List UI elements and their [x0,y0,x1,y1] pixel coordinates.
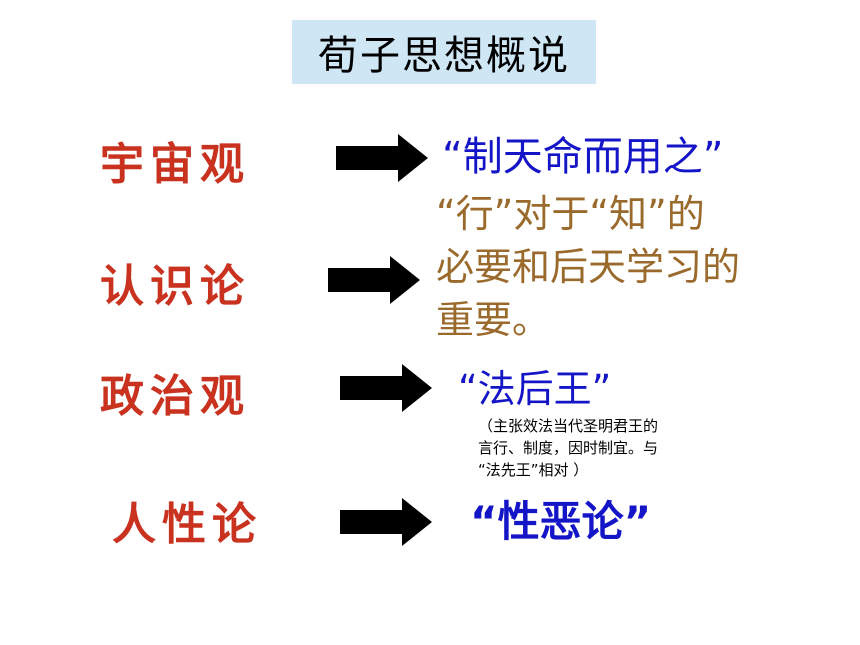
topic-politics: 政治观 [100,371,250,422]
desc-politics: “法后王” [458,367,612,411]
desc-epistemology-line: “行”对于“知”的 [436,192,705,236]
desc-epistemology-line: 必要和后天学习的 [436,245,741,289]
politics-note: （主张效法当代圣明君王的 言行、制度，因时制宜。与 “法先王”相对 ） [478,415,748,481]
right-arrow-icon [340,498,432,546]
right-arrow-icon [328,256,420,304]
desc-epistemology-line: 重要。 [436,298,551,342]
right-arrow-icon [336,134,428,182]
politics-note-line: 言行、制度，因时制宜。与 [478,439,659,457]
desc-epistemology: “行”对于“知”的 必要和后天学习的 重要。 [436,188,816,347]
topic-human-nature: 人性论 [112,499,262,550]
topic-epistemology: 认识论 [100,261,250,312]
desc-cosmology: “制天命而用之” [442,134,724,180]
topic-cosmology: 宇宙观 [100,139,250,190]
politics-note-line: （主张效法当代圣明君王的 [478,417,659,435]
page-title-box: 荀子思想概说 [292,20,596,84]
right-arrow-icon [340,364,432,412]
politics-note-line: “法先王”相对 ） [478,461,589,479]
desc-human-nature: “性恶论” [470,497,652,546]
page-title: 荀子思想概说 [318,33,570,79]
